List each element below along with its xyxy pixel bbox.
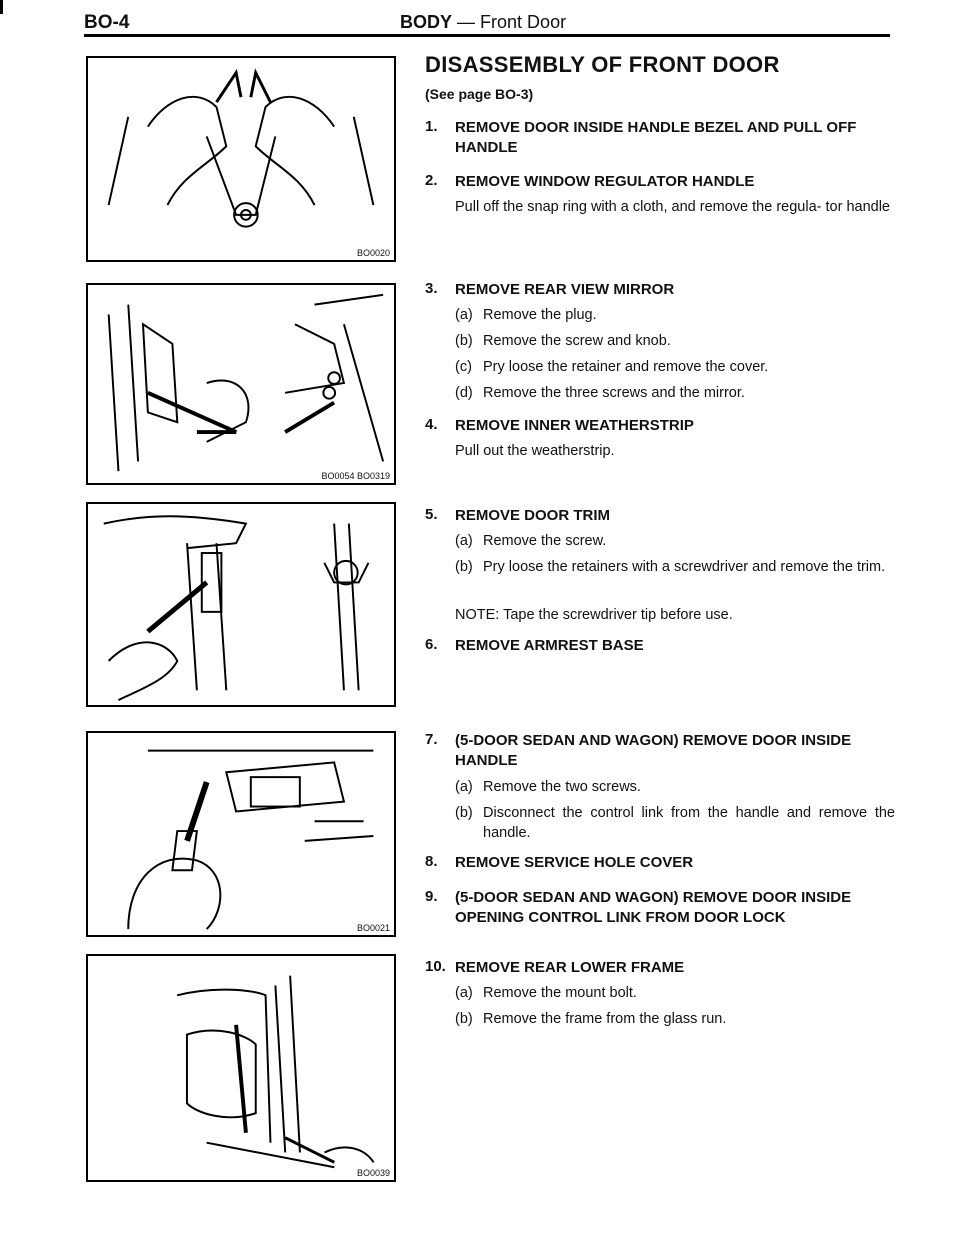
sub-step-text: Remove the plug. <box>483 307 597 323</box>
sub-step-letter: (b) <box>455 333 473 349</box>
step-number: 10. <box>425 958 446 975</box>
section-title: BODY — Front Door <box>400 12 566 33</box>
sub-step-text: Remove the three screws and the mirror. <box>483 385 745 401</box>
title-dash: — <box>457 12 476 32</box>
figure-inside-handle: BO0021 <box>86 731 396 937</box>
disassembly-content: DISASSEMBLY OF FRONT DOOR (See page BO-3… <box>425 52 895 102</box>
step-number: 7. <box>425 731 438 748</box>
page-header: BO-4 BODY — Front Door <box>84 10 890 36</box>
subsection-name: Front Door <box>480 12 567 32</box>
section-heading: DISASSEMBLY OF FRONT DOOR <box>425 52 780 77</box>
rear-lower-frame-illustration <box>176 975 375 1169</box>
sub-step-text: Remove the two screws. <box>483 779 641 795</box>
sub-step-text: Pry loose the retainer and remove the co… <box>483 359 769 375</box>
figure-rear-view-mirror: BO0054 BO0319 <box>86 283 396 485</box>
sub-step-letter: (a) <box>455 307 473 323</box>
sub-step-text: Remove the screw and knob. <box>483 333 671 349</box>
step-body: Pull off the snap ring with a cloth, and… <box>455 199 890 215</box>
step-title: REMOVE REAR LOWER FRAME <box>455 959 685 976</box>
door-trim-removal-illustration <box>103 515 370 701</box>
step-number: 8. <box>425 853 438 870</box>
page-number: BO-4 <box>84 12 130 33</box>
step-number: 3. <box>425 280 438 297</box>
step-number: 6. <box>425 636 438 653</box>
see-page-reference: (See page BO-3) <box>425 86 534 102</box>
figure-door-handle: BO0020 <box>86 56 396 262</box>
step-number: 9. <box>425 888 438 905</box>
step-number: 1. <box>425 118 438 135</box>
sub-step-letter: (d) <box>455 385 473 401</box>
figure-code: BO0039 <box>356 1168 390 1178</box>
sub-step-letter: (a) <box>455 533 473 549</box>
step-title: (5-DOOR SEDAN AND WAGON) REMOVE DOOR INS… <box>455 732 852 769</box>
figure-code: BO0021 <box>356 923 390 933</box>
page-corner-mark <box>0 0 3 14</box>
section-name: BODY <box>400 12 453 32</box>
figure-code: BO0020 <box>356 248 390 258</box>
sub-step-text: Remove the mount bolt. <box>483 985 637 1001</box>
step-title: (5-DOOR SEDAN AND WAGON) REMOVE DOOR INS… <box>455 889 852 926</box>
step-title: REMOVE REAR VIEW MIRROR <box>455 281 675 298</box>
sub-step-text: Pry loose the retainers with a screwdriv… <box>483 559 886 575</box>
step-number: 2. <box>425 172 438 189</box>
sub-step-text: Remove the frame from the glass run. <box>483 1011 727 1027</box>
figure-code: BO0054 BO0319 <box>321 471 390 481</box>
sub-step-text: Remove the screw. <box>483 533 607 549</box>
step-title: REMOVE DOOR INSIDE HANDLE BEZEL AND PULL… <box>455 119 857 156</box>
step-title: REMOVE SERVICE HOLE COVER <box>455 854 694 871</box>
rear-view-mirror-illustration <box>107 293 385 472</box>
sub-step-letter: (b) <box>455 805 473 821</box>
header-rule <box>84 34 890 37</box>
sub-step-letter: (a) <box>455 779 473 795</box>
sub-step-letter: (a) <box>455 985 473 1001</box>
figure-door-trim <box>86 502 396 707</box>
door-handle-removal-illustration <box>107 68 375 228</box>
figure-rear-lower-frame: BO0039 <box>86 954 396 1182</box>
step-number: 4. <box>425 416 438 433</box>
sub-step-text: Disconnect the control link from the han… <box>483 805 895 841</box>
step-number: 5. <box>425 506 438 523</box>
sub-step-letter: (b) <box>455 559 473 575</box>
step-body: Pull out the weatherstrip. <box>455 443 615 459</box>
step-title: REMOVE DOOR TRIM <box>455 507 611 524</box>
inside-handle-removal-illustration <box>127 749 374 930</box>
sub-step-letter: (c) <box>455 359 472 375</box>
step-title: REMOVE WINDOW REGULATOR HANDLE <box>455 173 755 190</box>
step-title: REMOVE ARMREST BASE <box>455 637 644 654</box>
sub-step-letter: (b) <box>455 1011 473 1027</box>
note: NOTE: Tape the screwdriver tip before us… <box>455 607 733 623</box>
step-title: REMOVE INNER WEATHERSTRIP <box>455 417 694 434</box>
